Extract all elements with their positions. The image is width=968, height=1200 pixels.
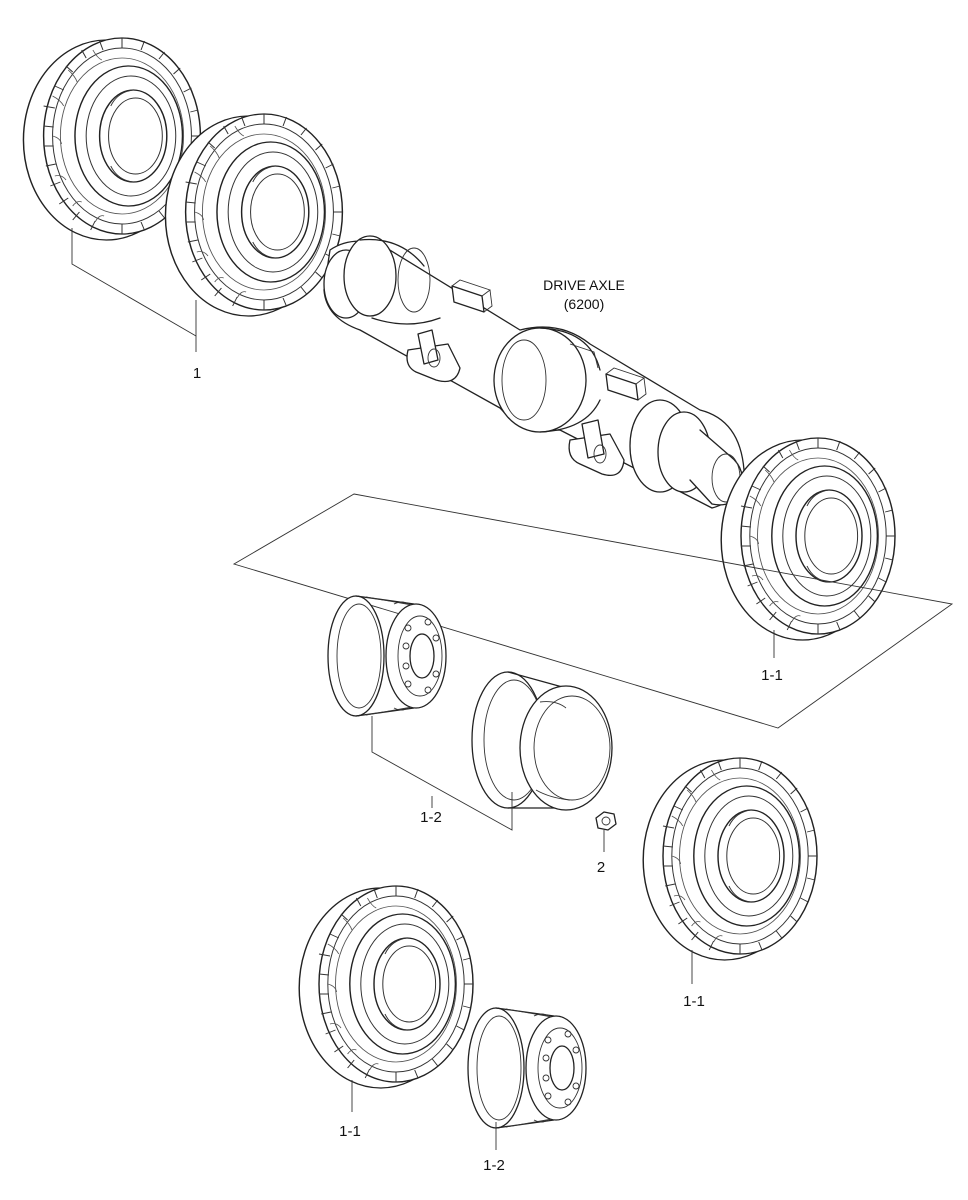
rim-inner-half [471, 671, 613, 811]
tire-lower-left [298, 885, 474, 1089]
drive-axle [323, 235, 745, 509]
tire-upper-middle [164, 113, 344, 317]
tire-lower-right [642, 757, 818, 961]
tire-right-axle [720, 437, 896, 641]
wheel-nut [595, 811, 617, 831]
rim-outer-half [327, 595, 447, 717]
callout-2: 2 [597, 859, 605, 876]
callout-1-2-lower: 1-2 [483, 1157, 505, 1174]
leader-lines [71, 228, 775, 1150]
callout-1-1-lower-right: 1-1 [683, 993, 705, 1010]
callout-1-1-lower-left: 1-1 [339, 1123, 361, 1140]
rim-lower [467, 1007, 587, 1129]
callout-1: 1 [193, 365, 201, 382]
exploded-view-frame [232, 493, 954, 729]
callout-1-2-upper: 1-2 [420, 809, 442, 826]
assembly-number: (6200) [564, 296, 604, 312]
callout-1-1-upper: 1-1 [761, 667, 783, 684]
assembly-title: DRIVE AXLE [543, 277, 625, 293]
